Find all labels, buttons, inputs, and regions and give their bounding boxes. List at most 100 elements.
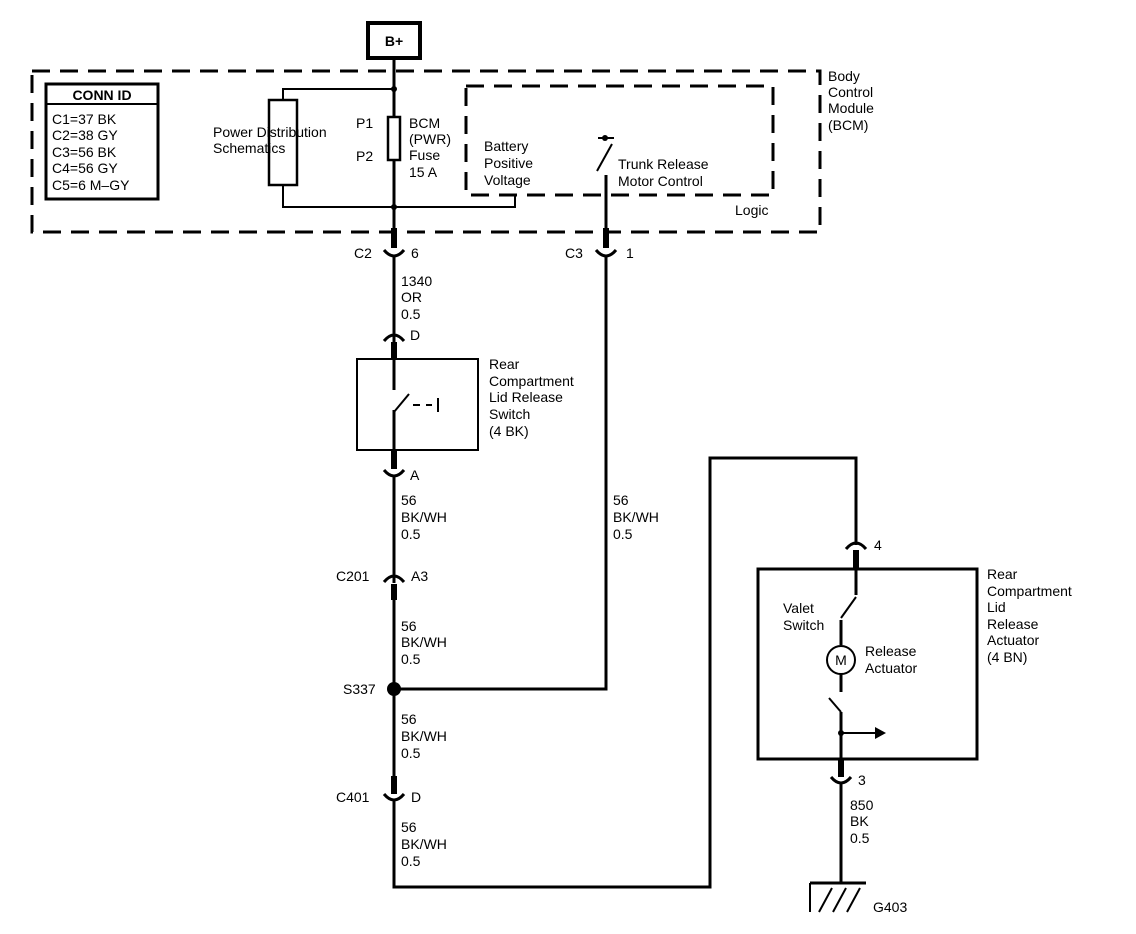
wire-label-56: 56 BK/WH 0.5	[401, 819, 447, 869]
svg-text:C2: C2	[354, 245, 372, 261]
trunk-release-switch-symbol	[596, 135, 614, 172]
valet-switch-symbol	[839, 569, 858, 645]
svg-text:Lid: Lid	[987, 599, 1006, 615]
svg-text:56: 56	[401, 711, 417, 727]
svg-text:(PWR): (PWR)	[409, 131, 451, 147]
wire-label-56: 56 BK/WH 0.5	[613, 492, 659, 542]
svg-text:S337: S337	[343, 681, 376, 697]
svg-text:Schematics: Schematics	[213, 140, 285, 156]
wire-label-56: 56 BK/WH 0.5	[401, 492, 447, 542]
bcm-module-outline	[30, 69, 822, 234]
bcm-logic-label: Logic	[735, 202, 768, 218]
power-distribution-bracket	[267, 88, 394, 208]
svg-text:6: 6	[411, 245, 419, 261]
svg-text:Module: Module	[828, 100, 874, 116]
splice-s337	[387, 682, 401, 696]
svg-text:Fuse: Fuse	[409, 147, 440, 163]
svg-text:Voltage: Voltage	[484, 172, 531, 188]
conn-id-entry: C1=37 BK	[52, 111, 117, 127]
svg-text:0.5: 0.5	[401, 526, 421, 542]
svg-text:Power Distribution: Power Distribution	[213, 124, 327, 140]
svg-text:56: 56	[401, 819, 417, 835]
svg-text:BK: BK	[850, 813, 869, 829]
power-source-b-plus: B+	[366, 21, 422, 60]
svg-text:0.5: 0.5	[613, 526, 633, 542]
svg-text:BK/WH: BK/WH	[401, 634, 447, 650]
svg-text:D: D	[411, 789, 421, 805]
svg-text:4: 4	[874, 537, 882, 553]
bcm-module-label: Body Control Module (BCM)	[828, 68, 874, 133]
conn-id-title: CONN ID	[72, 87, 131, 103]
svg-text:Trunk Release: Trunk Release	[618, 156, 709, 172]
svg-text:Compartment: Compartment	[489, 373, 574, 389]
wire-label-1340: 1340 OR 0.5	[401, 273, 432, 322]
conn-id-entry: C5=6 M–GY	[52, 177, 130, 193]
svg-text:(4 BN): (4 BN)	[987, 649, 1027, 665]
svg-text:1: 1	[626, 245, 634, 261]
connector-switch-a	[382, 450, 406, 478]
svg-text:B+: B+	[385, 33, 403, 49]
svg-text:0.5: 0.5	[401, 651, 421, 667]
connector-actuator-3	[829, 759, 853, 785]
motor-label: M	[835, 652, 847, 668]
svg-text:850: 850	[850, 797, 874, 813]
svg-text:C3: C3	[565, 245, 583, 261]
svg-text:OR: OR	[401, 289, 422, 305]
bcm-logic-box	[464, 84, 775, 197]
svg-text:Actuator: Actuator	[987, 632, 1039, 648]
svg-text:Switch: Switch	[489, 406, 530, 422]
svg-text:3: 3	[858, 772, 866, 788]
wire-label-850: 850 BK 0.5	[850, 797, 874, 846]
svg-text:(4 BK): (4 BK)	[489, 423, 529, 439]
connector-c201	[382, 574, 406, 600]
svg-text:BCM: BCM	[409, 115, 440, 131]
svg-text:1340: 1340	[401, 273, 432, 289]
lid-release-actuator-box	[756, 567, 979, 761]
ground-symbol	[809, 881, 866, 913]
svg-text:0.5: 0.5	[401, 745, 421, 761]
svg-text:0.5: 0.5	[850, 830, 870, 846]
svg-text:15 A: 15 A	[409, 164, 438, 180]
svg-text:Valet: Valet	[783, 600, 814, 616]
svg-text:BK/WH: BK/WH	[401, 509, 447, 525]
svg-text:A: A	[410, 467, 420, 483]
connector-switch-d	[382, 333, 406, 360]
svg-text:Positive: Positive	[484, 155, 533, 171]
conn-id-box: CONN ID C1=37 BK C2=38 GY C3=56 BK C4=56…	[44, 82, 160, 201]
svg-text:56: 56	[401, 492, 417, 508]
svg-text:Actuator: Actuator	[865, 660, 917, 676]
svg-text:Lid Release: Lid Release	[489, 389, 563, 405]
svg-text:Motor Control: Motor Control	[618, 173, 703, 189]
wire-label-56: 56 BK/WH 0.5	[401, 711, 447, 761]
svg-text:Release: Release	[987, 616, 1039, 632]
connector-c401	[382, 776, 406, 802]
lid-release-switch-label: Rear Compartment Lid Release Switch (4 B…	[489, 356, 574, 439]
wire-label-56: 56 BK/WH 0.5	[401, 618, 447, 667]
svg-text:A3: A3	[411, 568, 428, 584]
svg-text:Compartment: Compartment	[987, 583, 1072, 599]
svg-text:C201: C201	[336, 568, 370, 584]
svg-text:Battery: Battery	[484, 138, 528, 154]
bcm-fuse-symbol	[386, 115, 402, 162]
svg-text:Release: Release	[865, 643, 917, 659]
fuse-pin-p2: P2	[356, 148, 373, 164]
svg-text:56: 56	[613, 492, 629, 508]
connector-actuator-4	[844, 541, 868, 570]
svg-text:BK/WH: BK/WH	[613, 509, 659, 525]
svg-text:56: 56	[401, 618, 417, 634]
svg-text:D: D	[410, 327, 420, 343]
svg-text:BK/WH: BK/WH	[401, 728, 447, 744]
lid-release-switch-box	[356, 358, 479, 451]
svg-text:Body: Body	[828, 68, 860, 84]
conn-id-entry: C2=38 GY	[52, 127, 118, 143]
ground-label: G403	[873, 899, 907, 915]
lid-release-actuator-label: Rear Compartment Lid Release Actuator (4…	[987, 566, 1072, 665]
svg-text:Rear: Rear	[489, 356, 520, 372]
fuse-pin-p1: P1	[356, 115, 373, 131]
bcm-fuse-label: BCM (PWR) Fuse 15 A	[409, 115, 451, 180]
svg-text:C401: C401	[336, 789, 370, 805]
svg-text:BK/WH: BK/WH	[401, 836, 447, 852]
svg-text:Rear: Rear	[987, 566, 1018, 582]
svg-text:0.5: 0.5	[401, 306, 421, 322]
conn-id-entry: C3=56 BK	[52, 144, 117, 160]
